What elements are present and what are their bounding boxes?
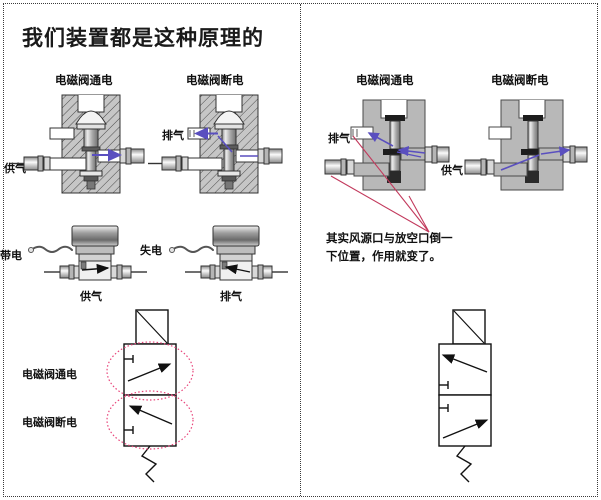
left-cutaway-valve-2 bbox=[148, 94, 283, 194]
right-valve-1-caption: 电磁阀通电 bbox=[356, 75, 414, 87]
annotation-pointer-lines bbox=[330, 135, 430, 233]
right-schematic-symbol bbox=[438, 309, 492, 483]
left-actuator-1-state-label: 带电 bbox=[0, 250, 22, 262]
left-cutaway-valve-1 bbox=[10, 94, 145, 194]
left-panel-graphics bbox=[10, 94, 288, 483]
right-panel-graphics bbox=[324, 99, 588, 483]
right-fitting-left-1 bbox=[324, 158, 355, 176]
right-valve-2-caption: 电磁阀断电 bbox=[491, 75, 549, 87]
right-valve-1-port-label: 排气 bbox=[328, 133, 350, 145]
fitting-right-1 bbox=[119, 147, 145, 165]
right-panel-annotation: 其实风源口与放空口倒一 下位置，作用就变了。 bbox=[326, 233, 453, 263]
schematic-position-label-1: 电磁阀通电 bbox=[22, 369, 77, 381]
left-actuator-2-bottom-label: 排气 bbox=[220, 291, 242, 303]
panel-divider bbox=[300, 4, 301, 496]
left-actuator-1-bottom-label: 供气 bbox=[80, 291, 102, 303]
right-valve-2-port-label: 供气 bbox=[441, 165, 463, 177]
left-actuator-1 bbox=[28, 225, 147, 281]
highlight-ellipse-deenergized bbox=[106, 390, 194, 450]
left-valve-1-caption: 电磁阀通电 bbox=[55, 75, 113, 87]
fitting-left-2 bbox=[148, 155, 189, 172]
left-schematic-symbol bbox=[106, 309, 194, 483]
page-title: 我们装置都是这种原理的 bbox=[22, 26, 264, 50]
fitting-right-2 bbox=[257, 147, 283, 165]
right-fitting-right-1 bbox=[424, 145, 450, 164]
left-valve-1-port-label: 供气 bbox=[4, 163, 26, 175]
left-actuator-2-state-label: 失电 bbox=[140, 245, 162, 257]
right-cutaway-valve-1 bbox=[324, 99, 450, 191]
outer-frame bbox=[3, 3, 598, 497]
right-fitting-right-2 bbox=[562, 145, 588, 164]
highlight-ellipse-energized bbox=[106, 341, 194, 401]
left-panel: 我们装置都是这种原理的 电磁阀通电 电磁阀断电 供气 排气 bbox=[0, 0, 300, 500]
left-valve-2-port-label: 排气 bbox=[162, 130, 184, 142]
right-panel: 电磁阀通电 电磁阀断电 排气 供气 bbox=[301, 0, 601, 500]
left-actuator-2 bbox=[169, 225, 288, 281]
right-fitting-left-2 bbox=[464, 158, 495, 176]
schematic-position-label-2: 电磁阀断电 bbox=[22, 417, 77, 429]
fitting-left-1 bbox=[10, 155, 51, 172]
right-cutaway-valve-2 bbox=[464, 99, 588, 191]
left-valve-2-caption: 电磁阀断电 bbox=[186, 75, 244, 87]
